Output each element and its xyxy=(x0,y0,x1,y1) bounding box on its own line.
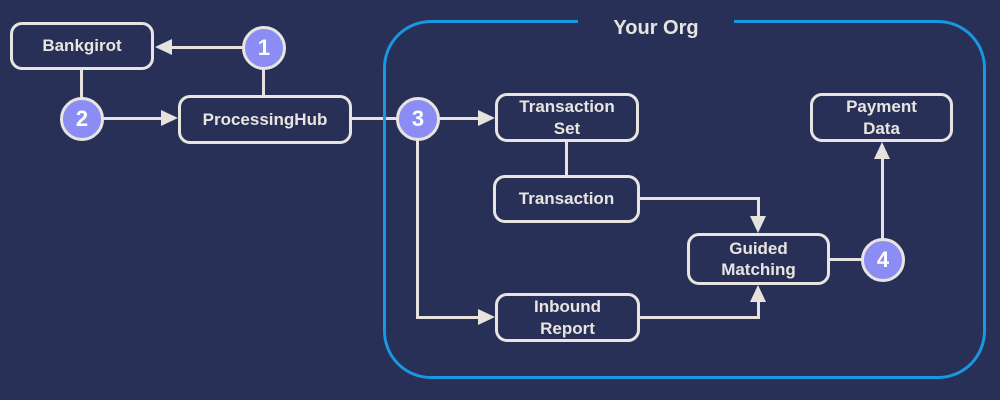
connector-step2-to-processinghub xyxy=(102,117,164,120)
connector-inbound-report-up xyxy=(757,299,760,318)
node-payment-data-label: Payment Data xyxy=(846,97,917,138)
step-4-number: 4 xyxy=(876,247,890,272)
arrowhead-into-payment-data xyxy=(874,142,890,159)
connector-transaction-right xyxy=(638,197,760,200)
connector-processinghub-to-step3 xyxy=(350,117,400,120)
connector-bankgirot-to-step2 xyxy=(80,68,83,100)
step-circle-1: 1 xyxy=(242,26,286,70)
connector-step3-to-transaction-set xyxy=(438,117,482,120)
connector-step3-down xyxy=(416,139,419,318)
node-bankgirot-label: Bankgirot xyxy=(42,36,122,56)
connector-step1-to-processinghub xyxy=(262,68,265,98)
connector-guided-matching-to-step4 xyxy=(828,258,864,261)
node-processinghub: ProcessingHub xyxy=(178,95,352,144)
node-guided-matching-label: Guided Matching xyxy=(721,238,796,279)
arrowhead-into-processinghub xyxy=(161,110,178,126)
node-payment-data: Payment Data xyxy=(810,93,953,142)
step-circle-3: 3 xyxy=(396,97,440,141)
step-circle-4: 4 xyxy=(861,238,905,282)
step-3-number: 3 xyxy=(411,106,425,131)
node-transaction-set-label: Transaction Set xyxy=(519,97,615,138)
connector-transaction-down xyxy=(757,198,760,219)
node-guided-matching: Guided Matching xyxy=(687,233,830,285)
connector-step4-to-payment-data xyxy=(881,156,884,240)
node-bankgirot: Bankgirot xyxy=(10,22,154,70)
step-1-number: 1 xyxy=(257,35,271,60)
node-transaction-label: Transaction xyxy=(518,189,615,209)
node-processinghub-label: ProcessingHub xyxy=(202,109,328,129)
arrowhead-into-transaction-set xyxy=(478,110,495,126)
step-2-number: 2 xyxy=(75,106,89,131)
node-transaction: Transaction xyxy=(493,175,640,223)
connector-inbound-report-right xyxy=(638,316,760,319)
node-inbound-report-label: Inbound Report xyxy=(533,297,602,338)
node-inbound-report: Inbound Report xyxy=(495,293,640,342)
arrowhead-into-bankgirot xyxy=(155,39,172,55)
your-org-label: Your Org xyxy=(578,15,734,41)
connector-step1-to-bankgirot xyxy=(168,46,246,49)
connector-transaction-set-to-transaction xyxy=(565,140,568,177)
arrowhead-into-guided-matching-bottom xyxy=(750,285,766,302)
step-circle-2: 2 xyxy=(60,97,104,141)
arrowhead-into-guided-matching-top xyxy=(750,216,766,233)
node-transaction-set: Transaction Set xyxy=(495,93,639,142)
arrowhead-into-inbound-report xyxy=(478,309,495,325)
connector-step3-to-inbound-report xyxy=(416,316,480,319)
your-org-container xyxy=(383,20,986,379)
